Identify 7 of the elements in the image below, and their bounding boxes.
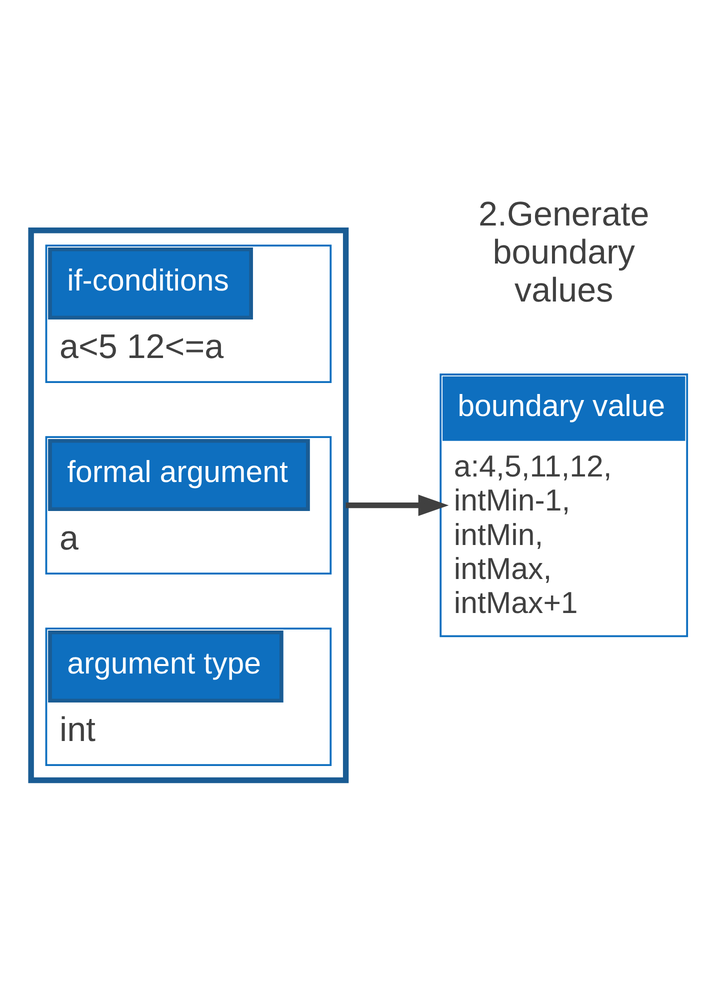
node-box: if-conditions a<5 12<=a: [45, 244, 332, 384]
node-box: formal argument a: [45, 436, 332, 575]
cluster: [28, 228, 349, 784]
node-box: boundary value a:4,5,11,12, intMin-1, intMin, intMax, intMax+1: [440, 374, 688, 638]
arrow: [346, 494, 449, 516]
label: 2.Generate boundary values: [478, 195, 650, 310]
node-box: argument type int: [45, 628, 332, 766]
